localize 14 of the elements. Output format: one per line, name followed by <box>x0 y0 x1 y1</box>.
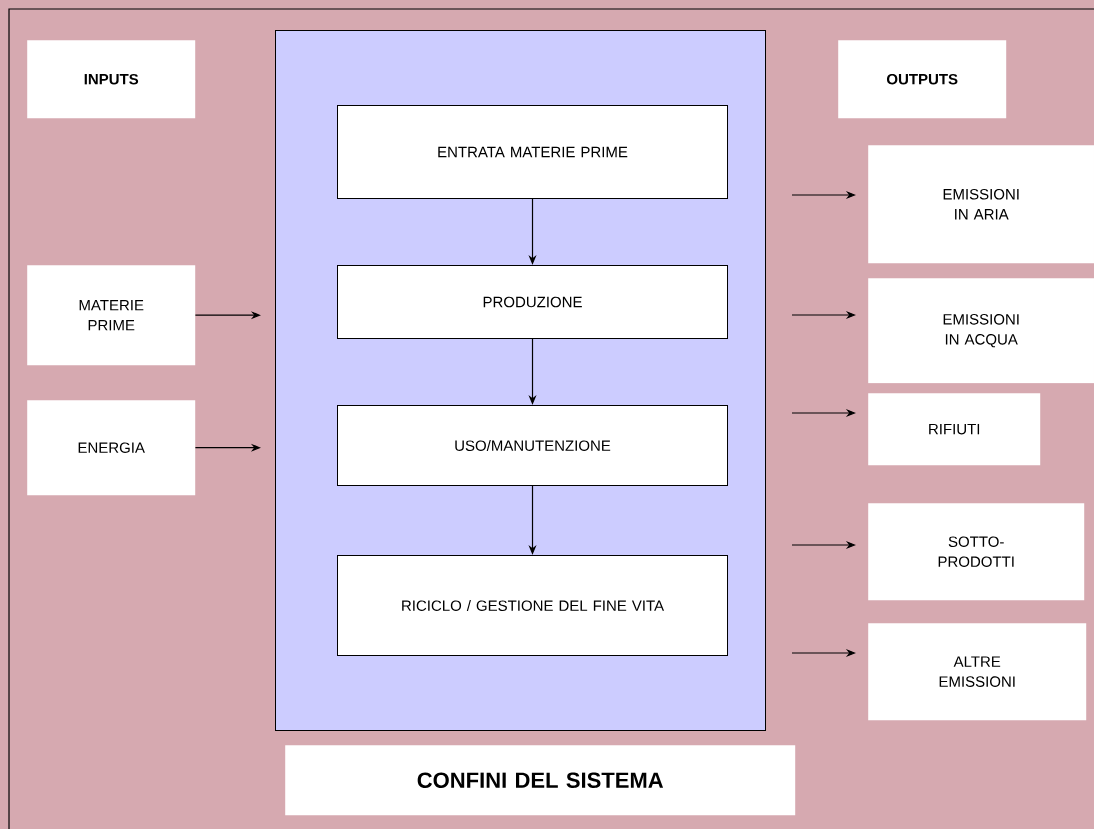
flow-box: ENERGIA <box>27 400 196 496</box>
process-box: RICICLO / GESTIONE DEL FINE VITA <box>337 555 728 656</box>
heading-box: OUTPUTS <box>838 40 1007 119</box>
process-box: PRODUZIONE <box>337 265 728 339</box>
flow-box: MATERIE PRIME <box>27 265 196 366</box>
flow-box: RIFIUTI <box>868 393 1041 466</box>
flow-box: ALTRE EMISSIONI <box>868 623 1087 721</box>
flow-box: EMISSIONI IN ARIA <box>868 145 1094 264</box>
caption-box: CONFINI DEL SISTEMA <box>285 745 796 816</box>
flow-box: SOTTO-PRODOTTI <box>868 503 1085 601</box>
process-box: ENTRATA MATERIE PRIME <box>337 105 728 199</box>
heading-box: INPUTS <box>27 40 196 119</box>
flow-box: EMISSIONI IN ACQUA <box>868 278 1094 384</box>
process-box: USO/MANUTENZIONE <box>337 405 728 486</box>
